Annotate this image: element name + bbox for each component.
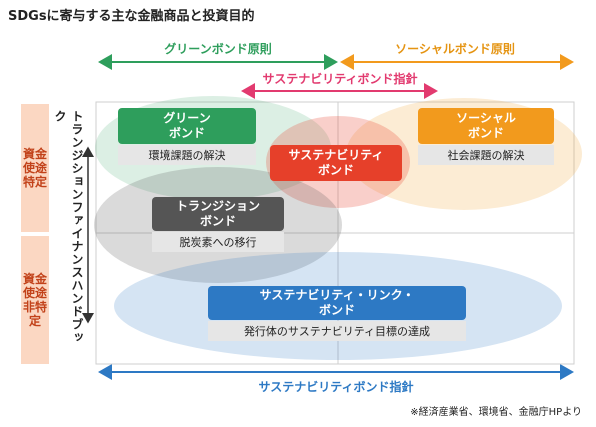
sustainability-bond-box: サステナビリティ ボンド (270, 145, 402, 181)
social-bond-purpose: 社会課題の解決 (418, 145, 554, 165)
sustainability-linked-bond-name: サステナビリティ・リンク・ ボンド (259, 288, 415, 317)
green-bond-purpose: 環境課題の解決 (118, 145, 256, 165)
transition-bond-box: トランジション ボンド (152, 197, 284, 231)
source-note: ※経済産業省、環境省、金融庁HPより (410, 407, 582, 418)
sustainability-guidelines-bottom-label: サステナビリティボンド指針 (258, 380, 414, 394)
social-bond-box: ソーシャル ボンド (418, 108, 554, 144)
transition-bond-purpose: 脱炭素への移行 (152, 232, 284, 252)
page-title: SDGsに寄与する主な金融商品と投資目的 (8, 9, 255, 24)
transition-bond-name: トランジション ボンド (175, 199, 260, 228)
sustainability-linked-bond-purpose: 発行体のサステナビリティ目標の達成 (208, 321, 466, 341)
green-bond-box: グリーン ボンド (118, 108, 256, 144)
social-principles-label: ソーシャルボンド原則 (395, 42, 515, 56)
sustainability-guidelines-top-label: サステナビリティボンド指針 (262, 72, 418, 86)
green-principles-label: グリーンボンド原則 (164, 42, 272, 56)
use-of-proceeds-non-specific-label: 資金使途非特定 (21, 236, 49, 364)
social-bond-name: ソーシャル ボンド (456, 111, 516, 140)
sustainability-bond-name: サステナビリティ ボンド (288, 148, 384, 177)
transition-finance-handbook-label: トランジションファイナンスハンドブック (53, 110, 84, 344)
green-bond-name: グリーン ボンド (163, 111, 211, 140)
sustainability-linked-bond-box: サステナビリティ・リンク・ ボンド (208, 286, 466, 320)
use-of-proceeds-specific-label: 資金使途特定 (21, 104, 49, 232)
